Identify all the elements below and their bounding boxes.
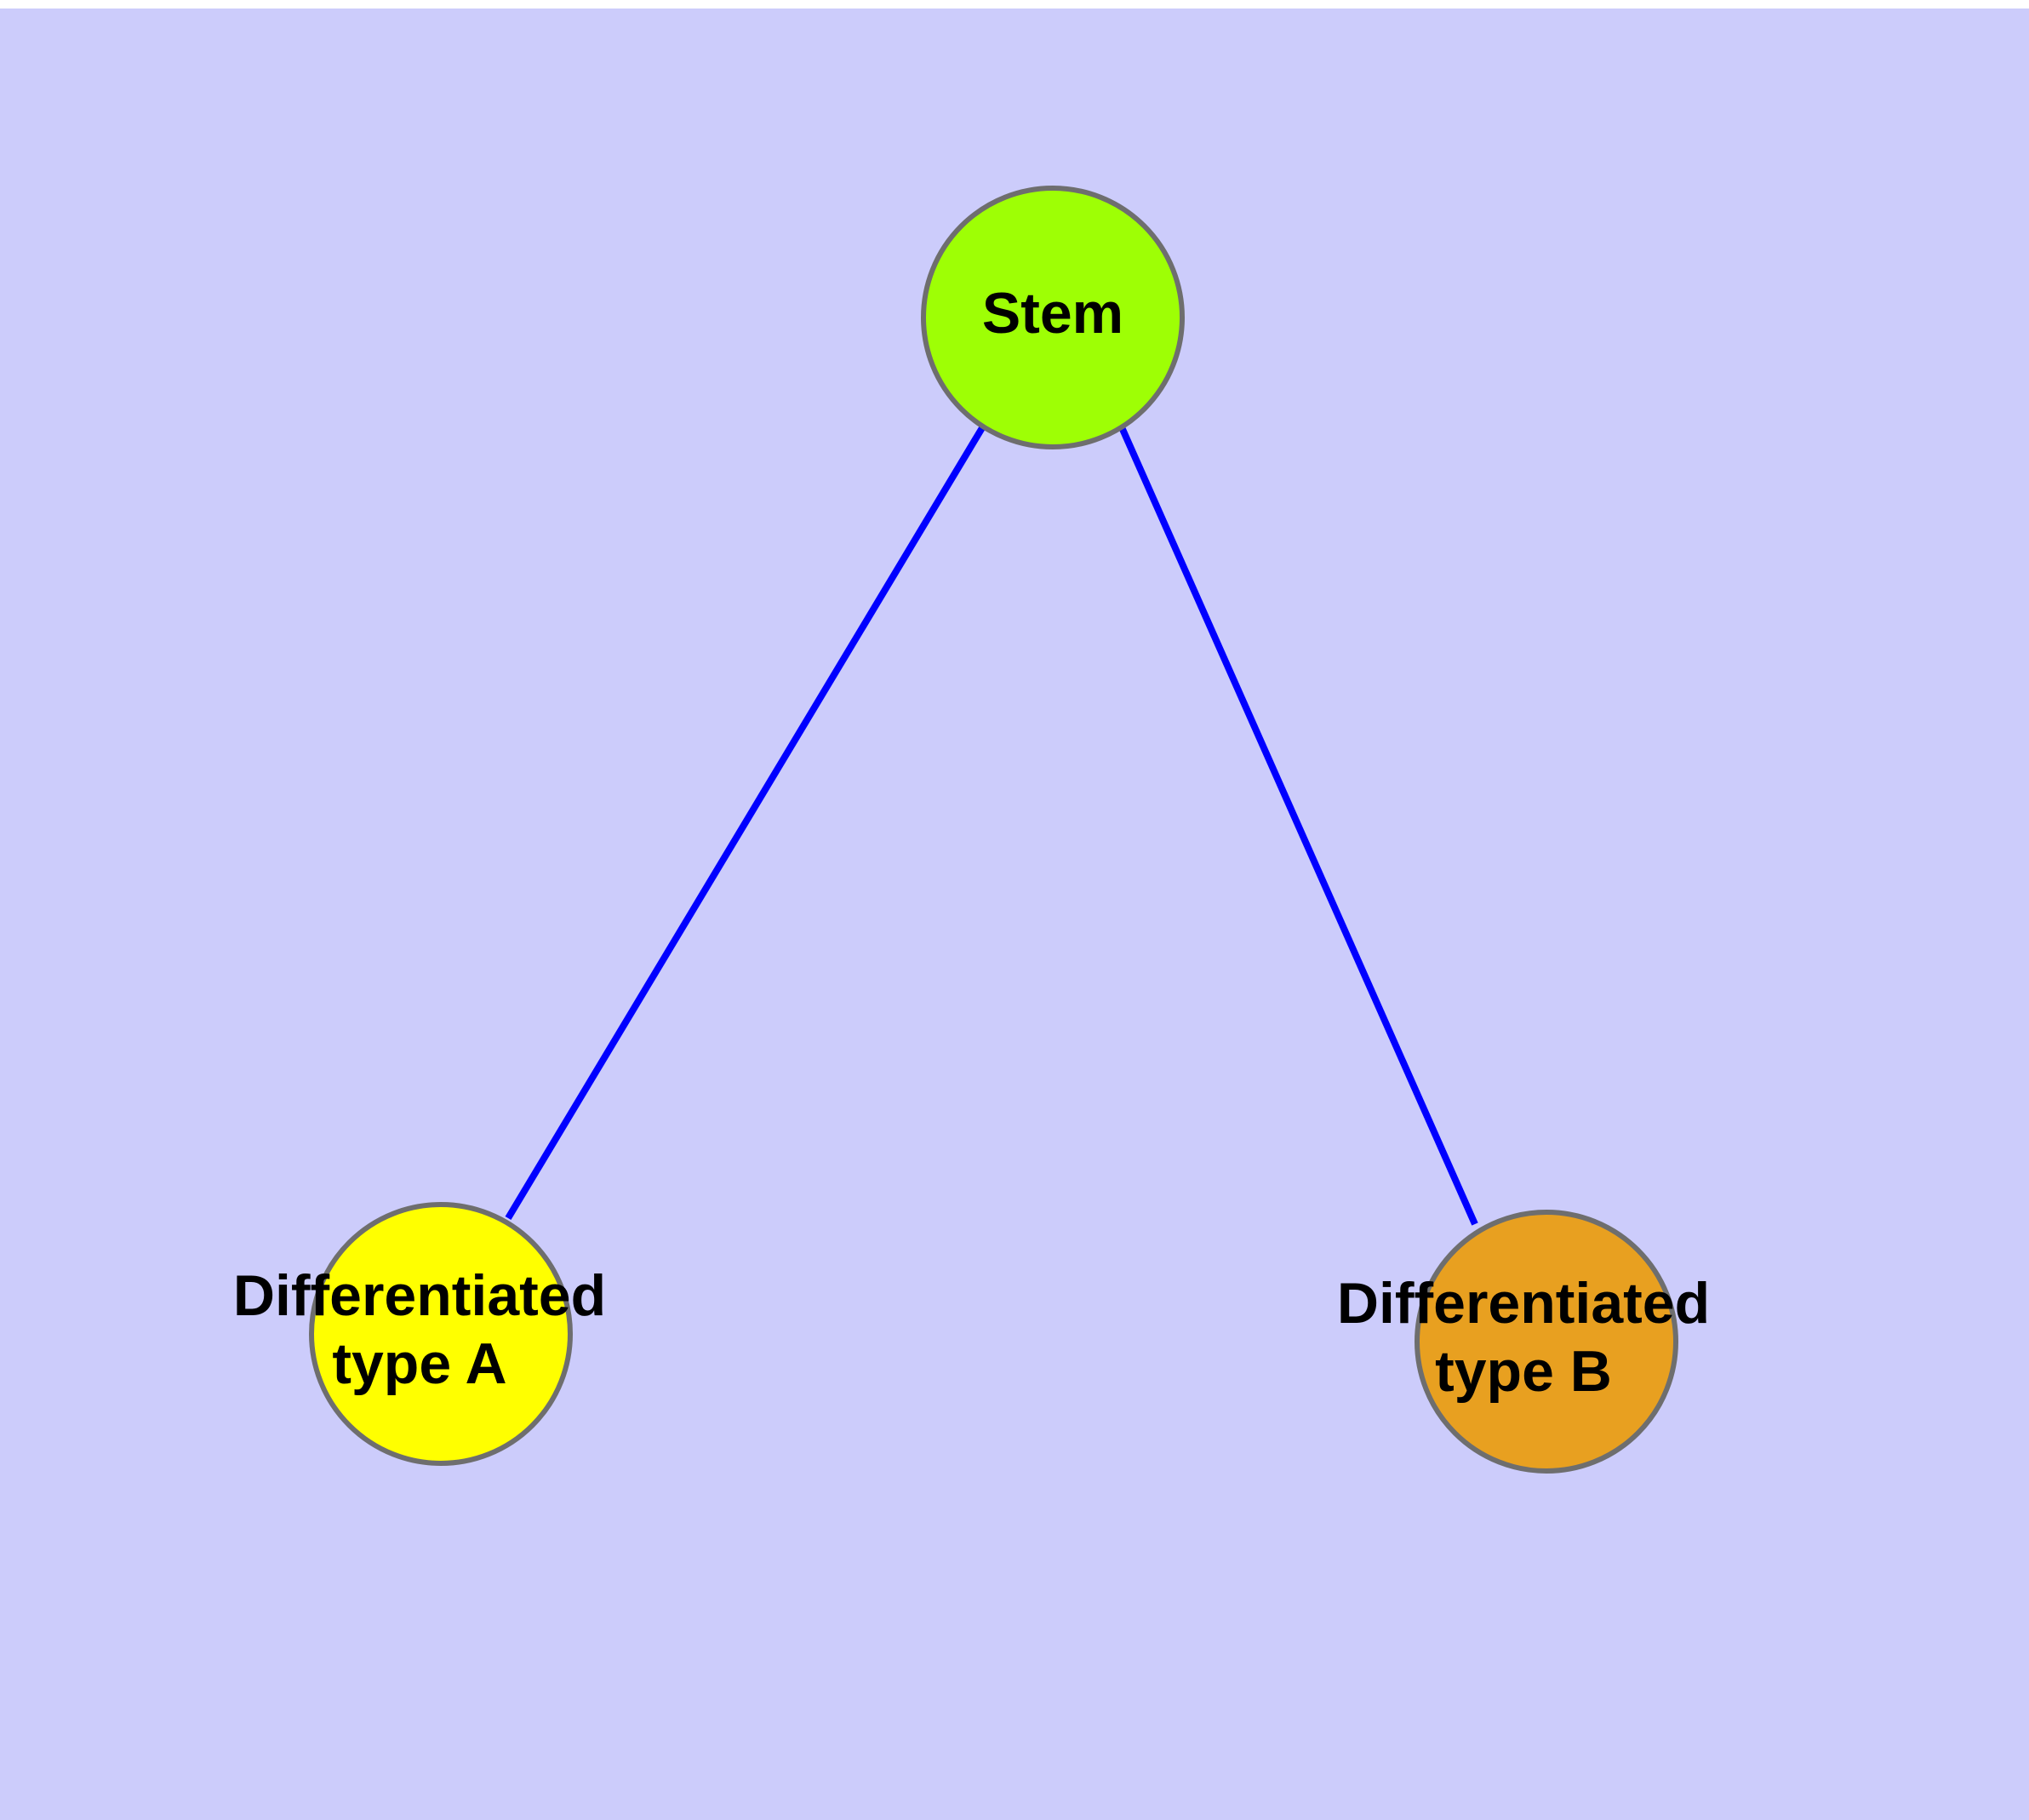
node-label-line: Differentiated: [233, 1263, 606, 1328]
edges-layer: [505, 424, 1478, 1226]
node-label-stem: Stem: [982, 281, 1123, 346]
node-circle-diff_a[interactable]: [309, 1202, 573, 1466]
edge-stem-diff-a[interactable]: [505, 424, 986, 1221]
node-label-line: type B: [1435, 1339, 1612, 1404]
node-label-line: Stem: [982, 281, 1123, 346]
node-circle-diff_b[interactable]: [1415, 1210, 1678, 1474]
node-circle-stem[interactable]: [921, 186, 1185, 449]
edge-stem-diff-b[interactable]: [1118, 426, 1478, 1226]
nodes-layer: [309, 186, 1678, 1474]
node-label-line: Differentiated: [1337, 1271, 1710, 1336]
node-label-line: type A: [332, 1331, 506, 1396]
